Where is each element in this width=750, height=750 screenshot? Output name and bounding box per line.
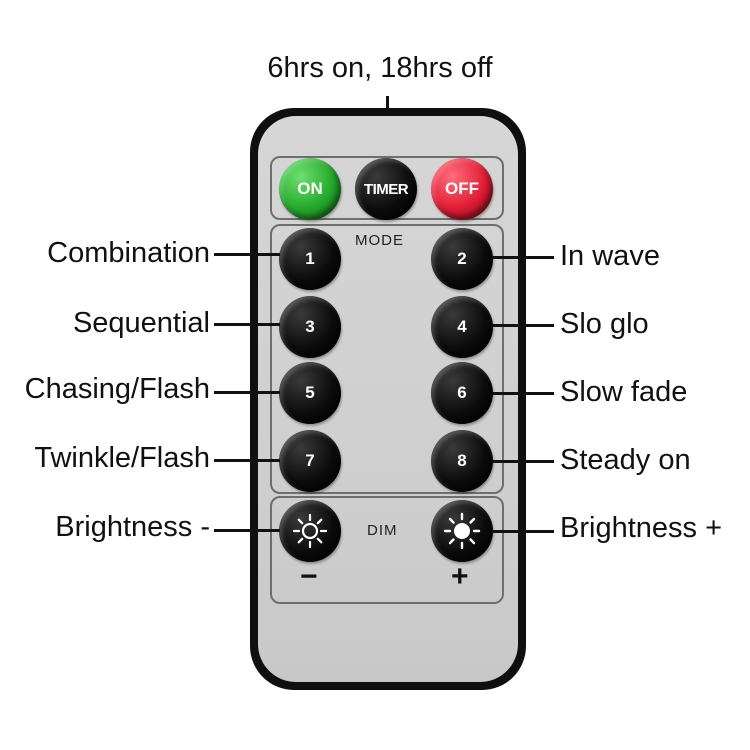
minus-sign: − [300,560,318,593]
mode-label-slow-fade: Slow fade [560,376,688,408]
plus-sign: + [451,560,469,593]
leader-twinkle-flash [214,459,280,462]
brightness-plus-label: Brightness + [560,512,723,544]
leader-chasing-flash [214,391,280,394]
mode-label-twinkle-flash: Twinkle/Flash [34,442,210,474]
dim-panel [270,496,504,604]
mode-label-in-wave: In wave [560,240,660,272]
brightness-down-button[interactable] [279,500,341,562]
dim-title: DIM [367,522,398,539]
leader-sequential [214,323,280,326]
mode-label-slo-glo: Slo glo [560,308,649,340]
sun-outline-icon [292,513,328,549]
mode-title: MODE [355,232,404,249]
mode-button-2[interactable]: 2 [431,228,493,290]
mode-button-7[interactable]: 7 [279,430,341,492]
mode-button-1[interactable]: 1 [279,228,341,290]
leader-brightness-plus [492,530,554,533]
mode-button-6[interactable]: 6 [431,362,493,424]
mode-button-5[interactable]: 5 [279,362,341,424]
brightness-up-button[interactable] [431,500,493,562]
timer-button[interactable]: TIMER [355,158,417,220]
leader-in-wave [492,256,554,259]
mode-button-8[interactable]: 8 [431,430,493,492]
leader-brightness-minus [214,529,280,532]
mode-label-chasing-flash: Chasing/Flash [24,373,210,405]
mode-label-combination: Combination [47,237,210,269]
sun-filled-icon [443,512,481,550]
mode-button-4[interactable]: 4 [431,296,493,358]
leader-combination [214,253,280,256]
leader-slo-glo [492,324,554,327]
mode-button-3[interactable]: 3 [279,296,341,358]
on-button[interactable]: ON [279,158,341,220]
leader-steady-on [492,460,554,463]
leader-slow-fade [492,392,554,395]
timer-label: 6hrs on, 18hrs off [267,52,493,84]
off-button[interactable]: OFF [431,158,493,220]
mode-label-sequential: Sequential [72,307,210,339]
mode-label-steady-on: Steady on [560,444,691,476]
mode-panel [270,224,504,494]
brightness-minus-label: Brightness - [55,511,210,543]
